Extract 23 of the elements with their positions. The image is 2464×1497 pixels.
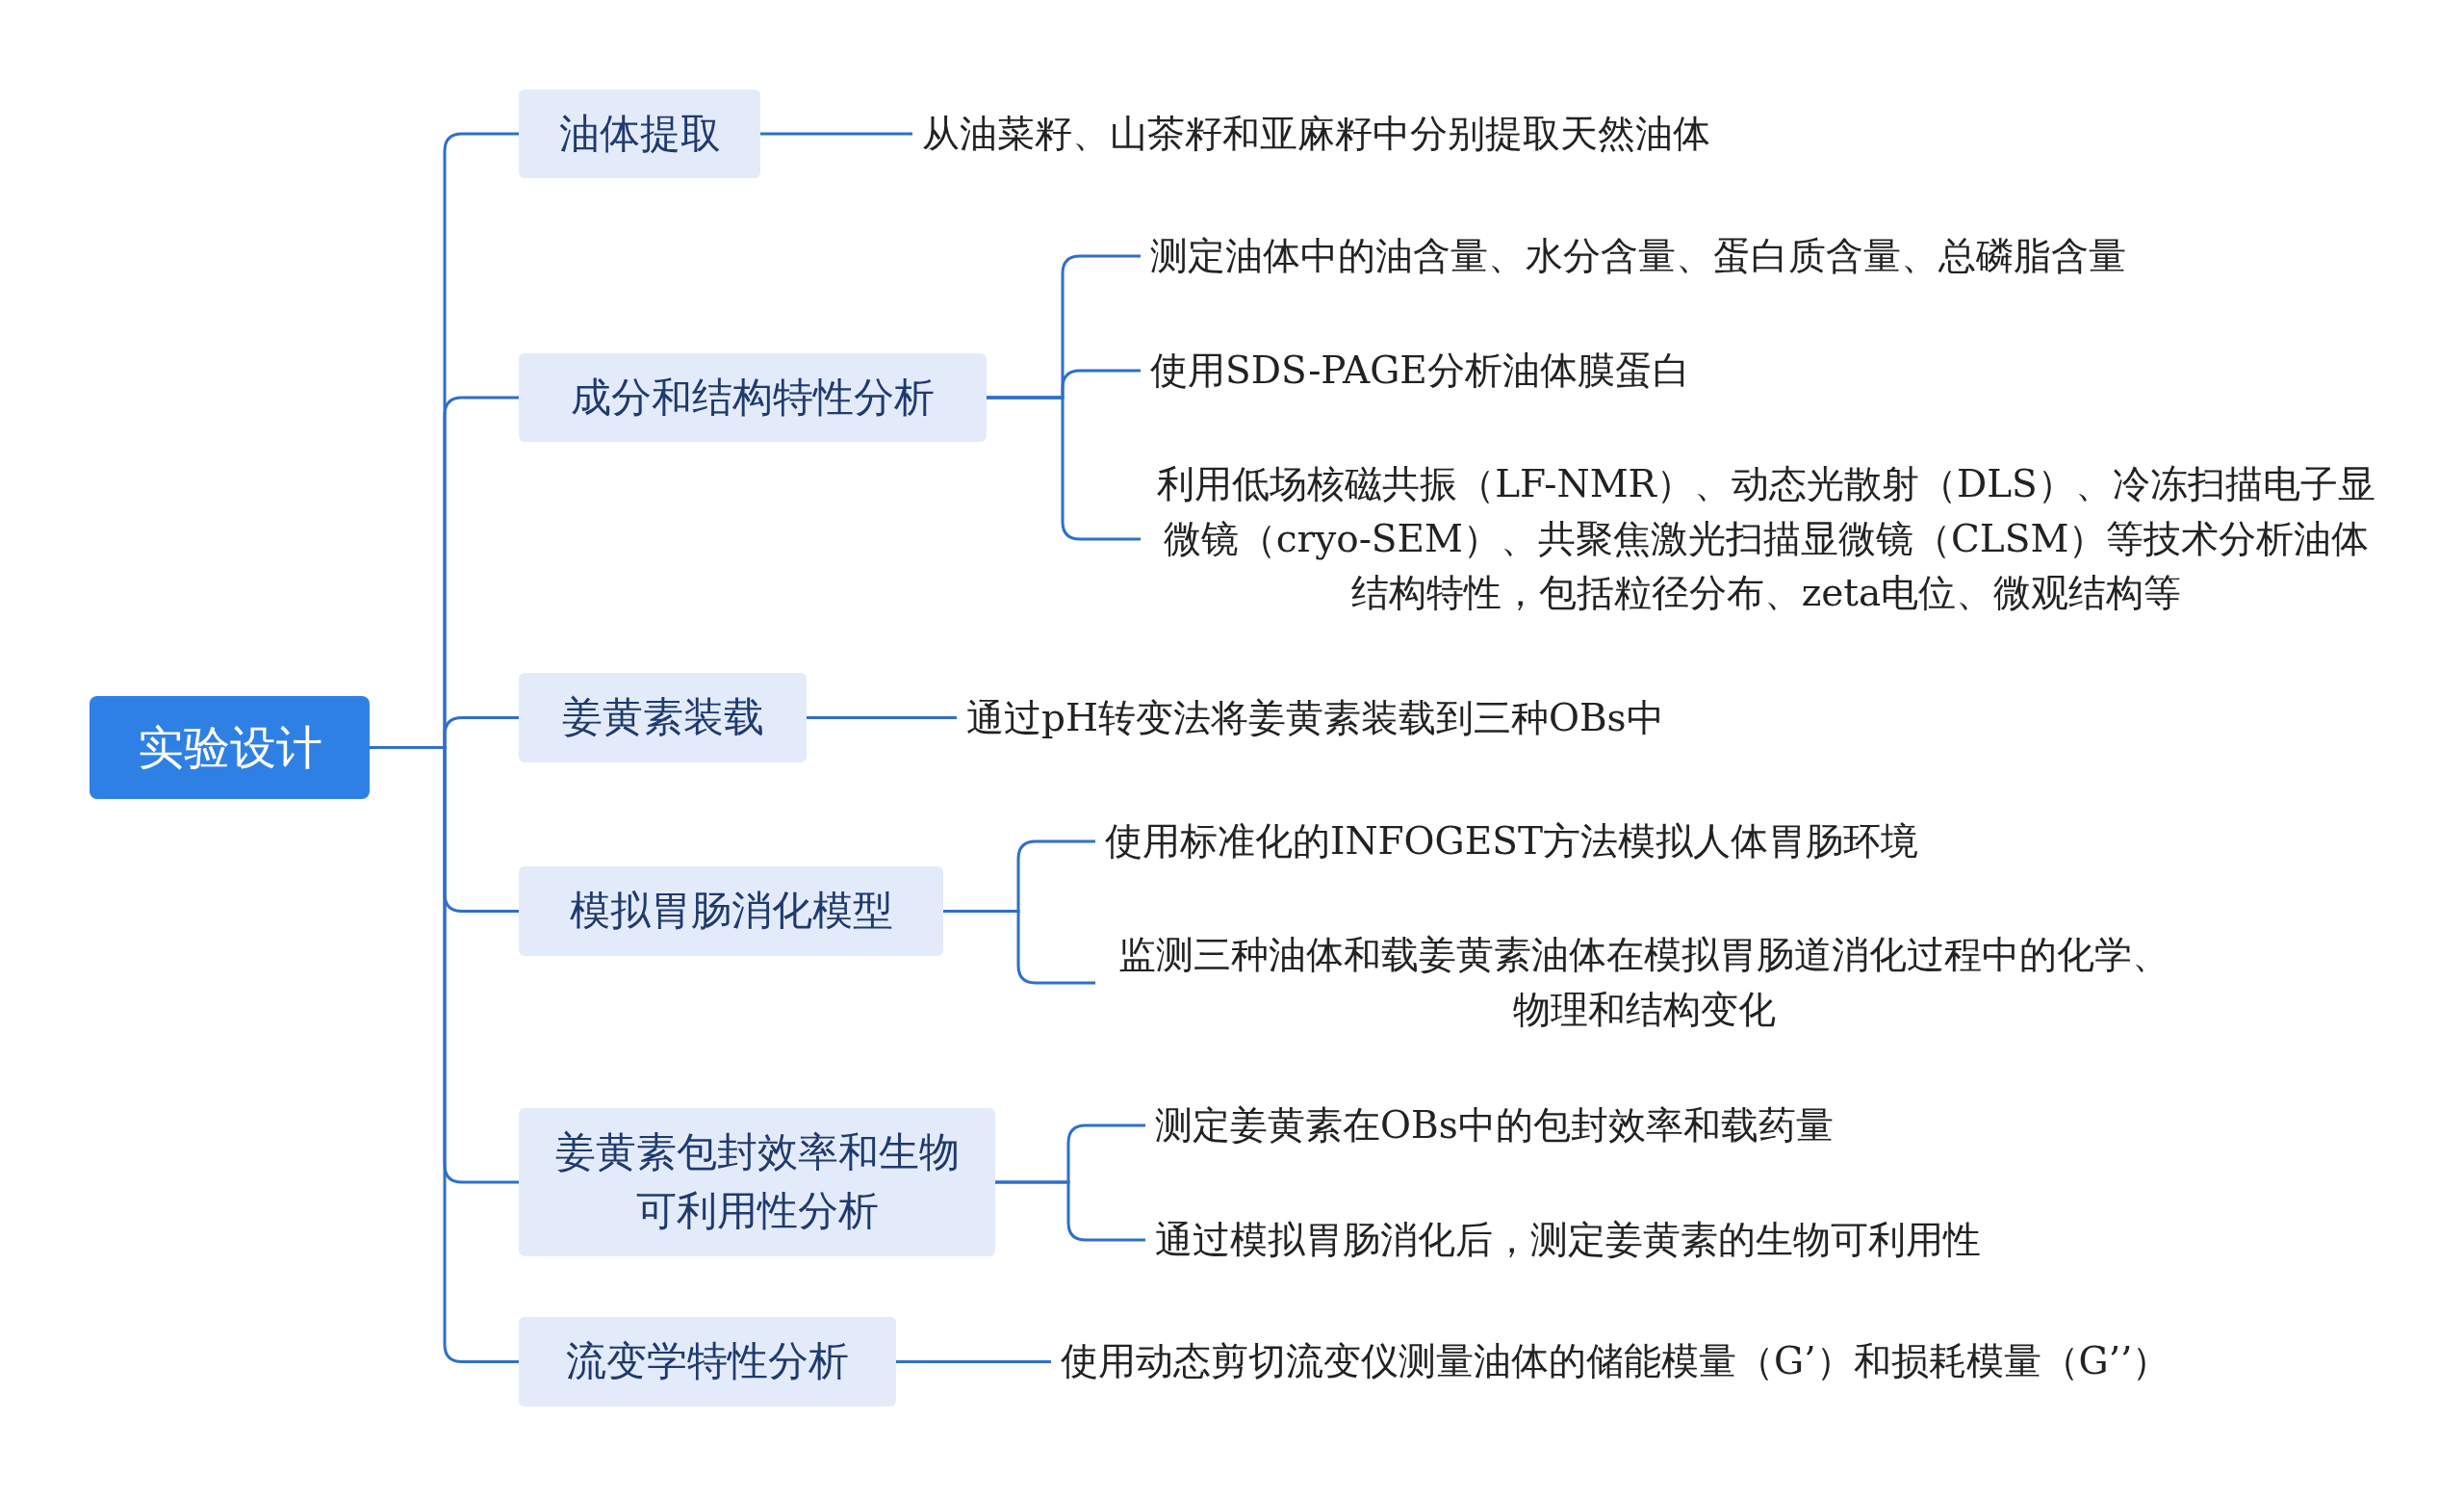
connector-line — [987, 396, 1141, 541]
connector-line — [943, 910, 1095, 985]
subtopic-text: 通过模拟胃肠消化后，测定姜黄素的生物可利用性 — [1145, 1214, 1981, 1266]
root-topic-box: 实验设计 — [90, 696, 370, 799]
subtopic-text: 利用低场核磁共振（LF-NMR）、动态光散射（DLS）、冷冻扫描电子显微镜（cryo-SEM）、共聚焦激光扫描显微镜（CLSM）等技术分析油体结构特性，包括粒径分布、zeta电位、微观结构等 — [1141, 454, 2382, 624]
connector-line — [760, 132, 912, 136]
subtopic-text: 从油菜籽、山茶籽和亚麻籽中分别提取天然油体 — [912, 108, 1710, 160]
subtopic-text: 使用标准化的INFOGEST方法模拟人体胃肠环境 — [1095, 815, 1918, 867]
topic-box: 姜黄素包封效率和生物可利用性分析 — [519, 1108, 995, 1256]
subtopic-text: 通过pH转变法将姜黄素装载到三种OBs中 — [957, 692, 1664, 744]
topic-box: 姜黄素装载 — [519, 673, 807, 762]
subtopic-text: 监测三种油体和载姜黄素油体在模拟胃肠道消化过程中的化学、物理和结构变化 — [1095, 924, 2183, 1042]
subtopic-text: 使用动态剪切流变仪测量油体的储能模量（G’）和损耗模量（G’’） — [1051, 1335, 2170, 1387]
connector-line — [995, 1180, 1145, 1242]
subtopic-text: 测定姜黄素在OBs中的包封效率和载药量 — [1145, 1099, 1834, 1151]
connector-line — [896, 1360, 1051, 1363]
topic-box: 成分和结构特性分析 — [519, 353, 987, 442]
topic-box: 模拟胃肠消化模型 — [519, 866, 943, 956]
subtopic-text: 测定油体中的油含量、水分含量、蛋白质含量、总磷脂含量 — [1141, 230, 2126, 282]
topic-box: 油体提取 — [519, 90, 760, 178]
topic-box: 流变学特性分析 — [519, 1317, 896, 1407]
subtopic-text: 使用SDS-PAGE分析油体膜蛋白 — [1141, 345, 1690, 397]
connector-line — [807, 716, 957, 719]
